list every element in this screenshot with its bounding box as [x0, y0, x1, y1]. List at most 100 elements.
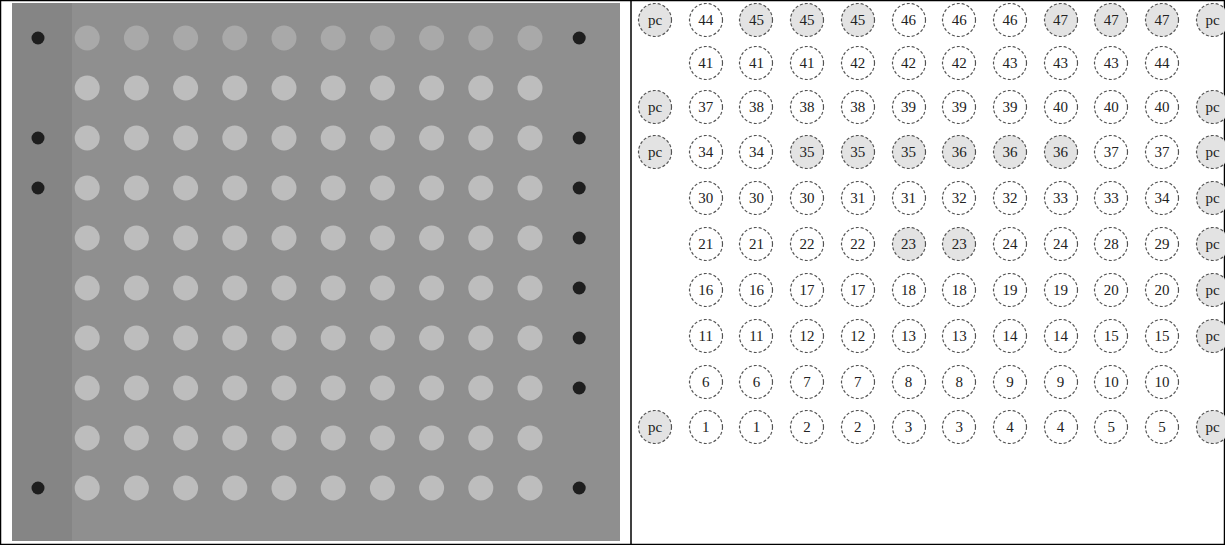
spot-outline-circle	[791, 4, 824, 37]
control-spot	[32, 482, 45, 495]
spot-outline-circle	[943, 4, 976, 37]
spot-outline-circle	[1196, 4, 1225, 37]
sample-spot	[419, 276, 444, 301]
spot-label: pc	[1206, 283, 1220, 298]
spot-outline-circle	[993, 320, 1026, 353]
spot-outline-circle	[1146, 228, 1179, 261]
spot-label: pc	[648, 100, 662, 115]
sample-spot	[321, 426, 346, 451]
control-spot	[573, 332, 586, 345]
spot-circle: 39	[992, 89, 1028, 125]
sample-spot	[75, 376, 100, 401]
spot-label: 23	[952, 237, 967, 252]
spot-outline-circle	[1146, 136, 1179, 169]
spot-circle: 4	[1043, 409, 1079, 445]
control-spot	[573, 182, 586, 195]
spot-circle: pc	[1195, 89, 1225, 125]
spot-circle: 1	[738, 409, 774, 445]
sample-spot	[173, 326, 198, 351]
spot-outline-circle	[993, 47, 1026, 80]
sample-spot	[124, 226, 149, 251]
spot-outline-circle	[993, 91, 1026, 124]
spot-circle: 16	[688, 272, 724, 308]
spot-label: 14	[1053, 329, 1068, 344]
spot-outline-circle	[892, 4, 925, 37]
spot-circle: 42	[891, 45, 927, 81]
sample-spot	[468, 326, 493, 351]
control-spot	[573, 282, 586, 295]
spot-outline-circle	[1095, 182, 1128, 215]
spot-circle: 11	[688, 318, 724, 354]
spot-circle: 13	[891, 318, 927, 354]
spot-circle: 33	[1093, 180, 1129, 216]
spot-outline-circle	[841, 136, 874, 169]
spot-circle: 20	[1093, 272, 1129, 308]
spot-outline-circle	[892, 411, 925, 444]
spot-circle: 31	[891, 180, 927, 216]
spot-label: 10	[1155, 375, 1170, 390]
spot-circle: 34	[738, 134, 774, 170]
sample-spot	[124, 376, 149, 401]
spot-circle: 44	[688, 2, 724, 38]
sample-spot	[518, 226, 543, 251]
sample-spot	[124, 126, 149, 151]
spot-circle: 24	[992, 226, 1028, 262]
spot-outline-circle	[689, 366, 722, 399]
spot-circle: 37	[1144, 134, 1180, 170]
sample-spot	[321, 26, 346, 51]
spot-outline-circle	[1146, 411, 1179, 444]
spot-circle: 18	[891, 272, 927, 308]
spot-outline-circle	[993, 136, 1026, 169]
spot-circle: 14	[992, 318, 1028, 354]
sample-spot	[468, 476, 493, 501]
spot-circle: 38	[789, 89, 825, 125]
spot-circle: 13	[941, 318, 977, 354]
spot-label: 19	[1053, 283, 1068, 298]
spot-circle: 10	[1093, 364, 1129, 400]
spot-label: 5	[1108, 420, 1116, 435]
spot-outline-circle	[1095, 47, 1128, 80]
spot-outline-circle	[892, 182, 925, 215]
spot-label: pc	[1206, 100, 1220, 115]
spot-circle: 4	[992, 409, 1028, 445]
spot-circle: 42	[840, 45, 876, 81]
panel-border	[0, 0, 1, 545]
spot-outline-circle	[841, 182, 874, 215]
sample-spot	[370, 476, 395, 501]
spot-circle: 14	[1043, 318, 1079, 354]
spot-circle: 46	[891, 2, 927, 38]
sample-spot	[173, 76, 198, 101]
sample-spot	[321, 476, 346, 501]
sample-spot	[222, 326, 247, 351]
sample-spot	[272, 276, 297, 301]
spot-outline-circle	[1044, 274, 1077, 307]
sample-spot	[370, 376, 395, 401]
control-spot	[573, 482, 586, 495]
sample-spot	[173, 426, 198, 451]
spot-circle: 9	[992, 364, 1028, 400]
spot-label: 9	[1006, 375, 1014, 390]
spot-outline-circle	[943, 91, 976, 124]
spot-outline-circle	[740, 320, 773, 353]
spot-outline-circle	[1044, 411, 1077, 444]
spot-label: 24	[1053, 237, 1068, 252]
spot-outline-circle	[943, 366, 976, 399]
sample-spot	[124, 26, 149, 51]
spot-outline-circle	[892, 136, 925, 169]
spot-outline-circle	[1146, 182, 1179, 215]
spot-outline-circle	[993, 228, 1026, 261]
panel-border	[630, 0, 632, 545]
sample-spot	[419, 476, 444, 501]
spot-outline-circle	[841, 228, 874, 261]
spot-outline-circle	[1196, 228, 1225, 261]
spot-outline-circle	[689, 47, 722, 80]
sample-spot	[419, 176, 444, 201]
sample-spot	[124, 76, 149, 101]
spot-circle: 7	[789, 364, 825, 400]
spot-label: pc	[1206, 145, 1220, 160]
spot-circle: 32	[941, 180, 977, 216]
sample-spot	[518, 426, 543, 451]
spot-outline-circle	[1196, 411, 1225, 444]
sample-spot	[222, 26, 247, 51]
spot-label: pc	[648, 13, 662, 28]
